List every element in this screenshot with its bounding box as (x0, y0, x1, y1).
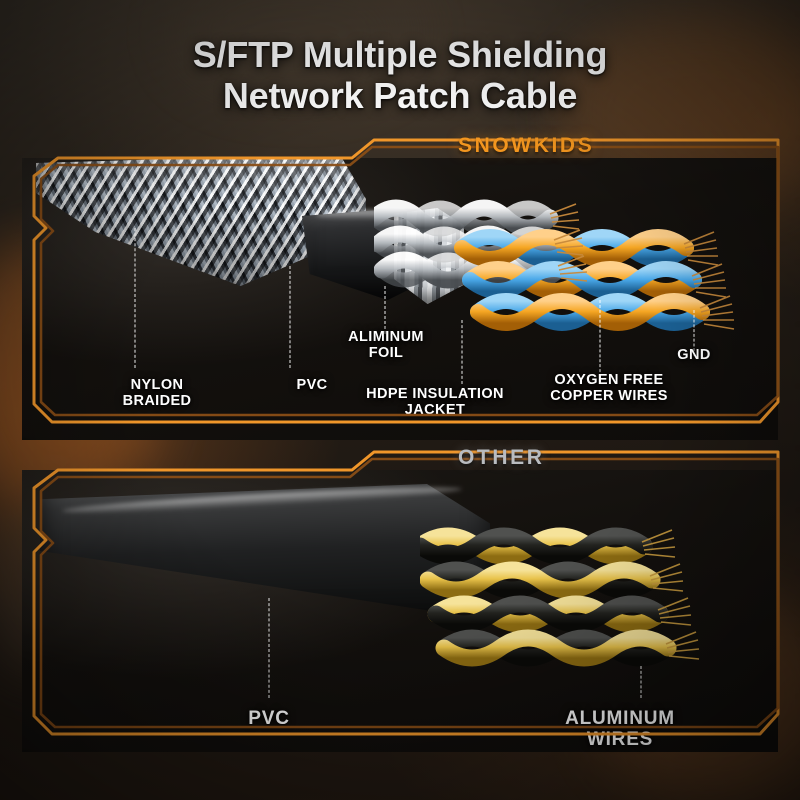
panel-other: PVC ALUMINUM WIRES OTHER (22, 446, 780, 752)
page-title-line-1: S/FTP Multiple Shielding (192, 34, 608, 75)
panel-tab-other: OTHER (458, 446, 545, 469)
panel-tab-snowkids: SNOWKIDS (458, 134, 595, 157)
page-title: S/FTP Multiple Shielding Network Patch C… (0, 34, 800, 116)
panel-other-frame (22, 450, 780, 752)
panel-snowkids-frame (22, 138, 780, 440)
panel-snowkids: NYLON BRAIDED PVC ALIMINUM FOIL HDPE INS… (22, 134, 780, 440)
page-title-line-2: Network Patch Cable (222, 75, 578, 117)
